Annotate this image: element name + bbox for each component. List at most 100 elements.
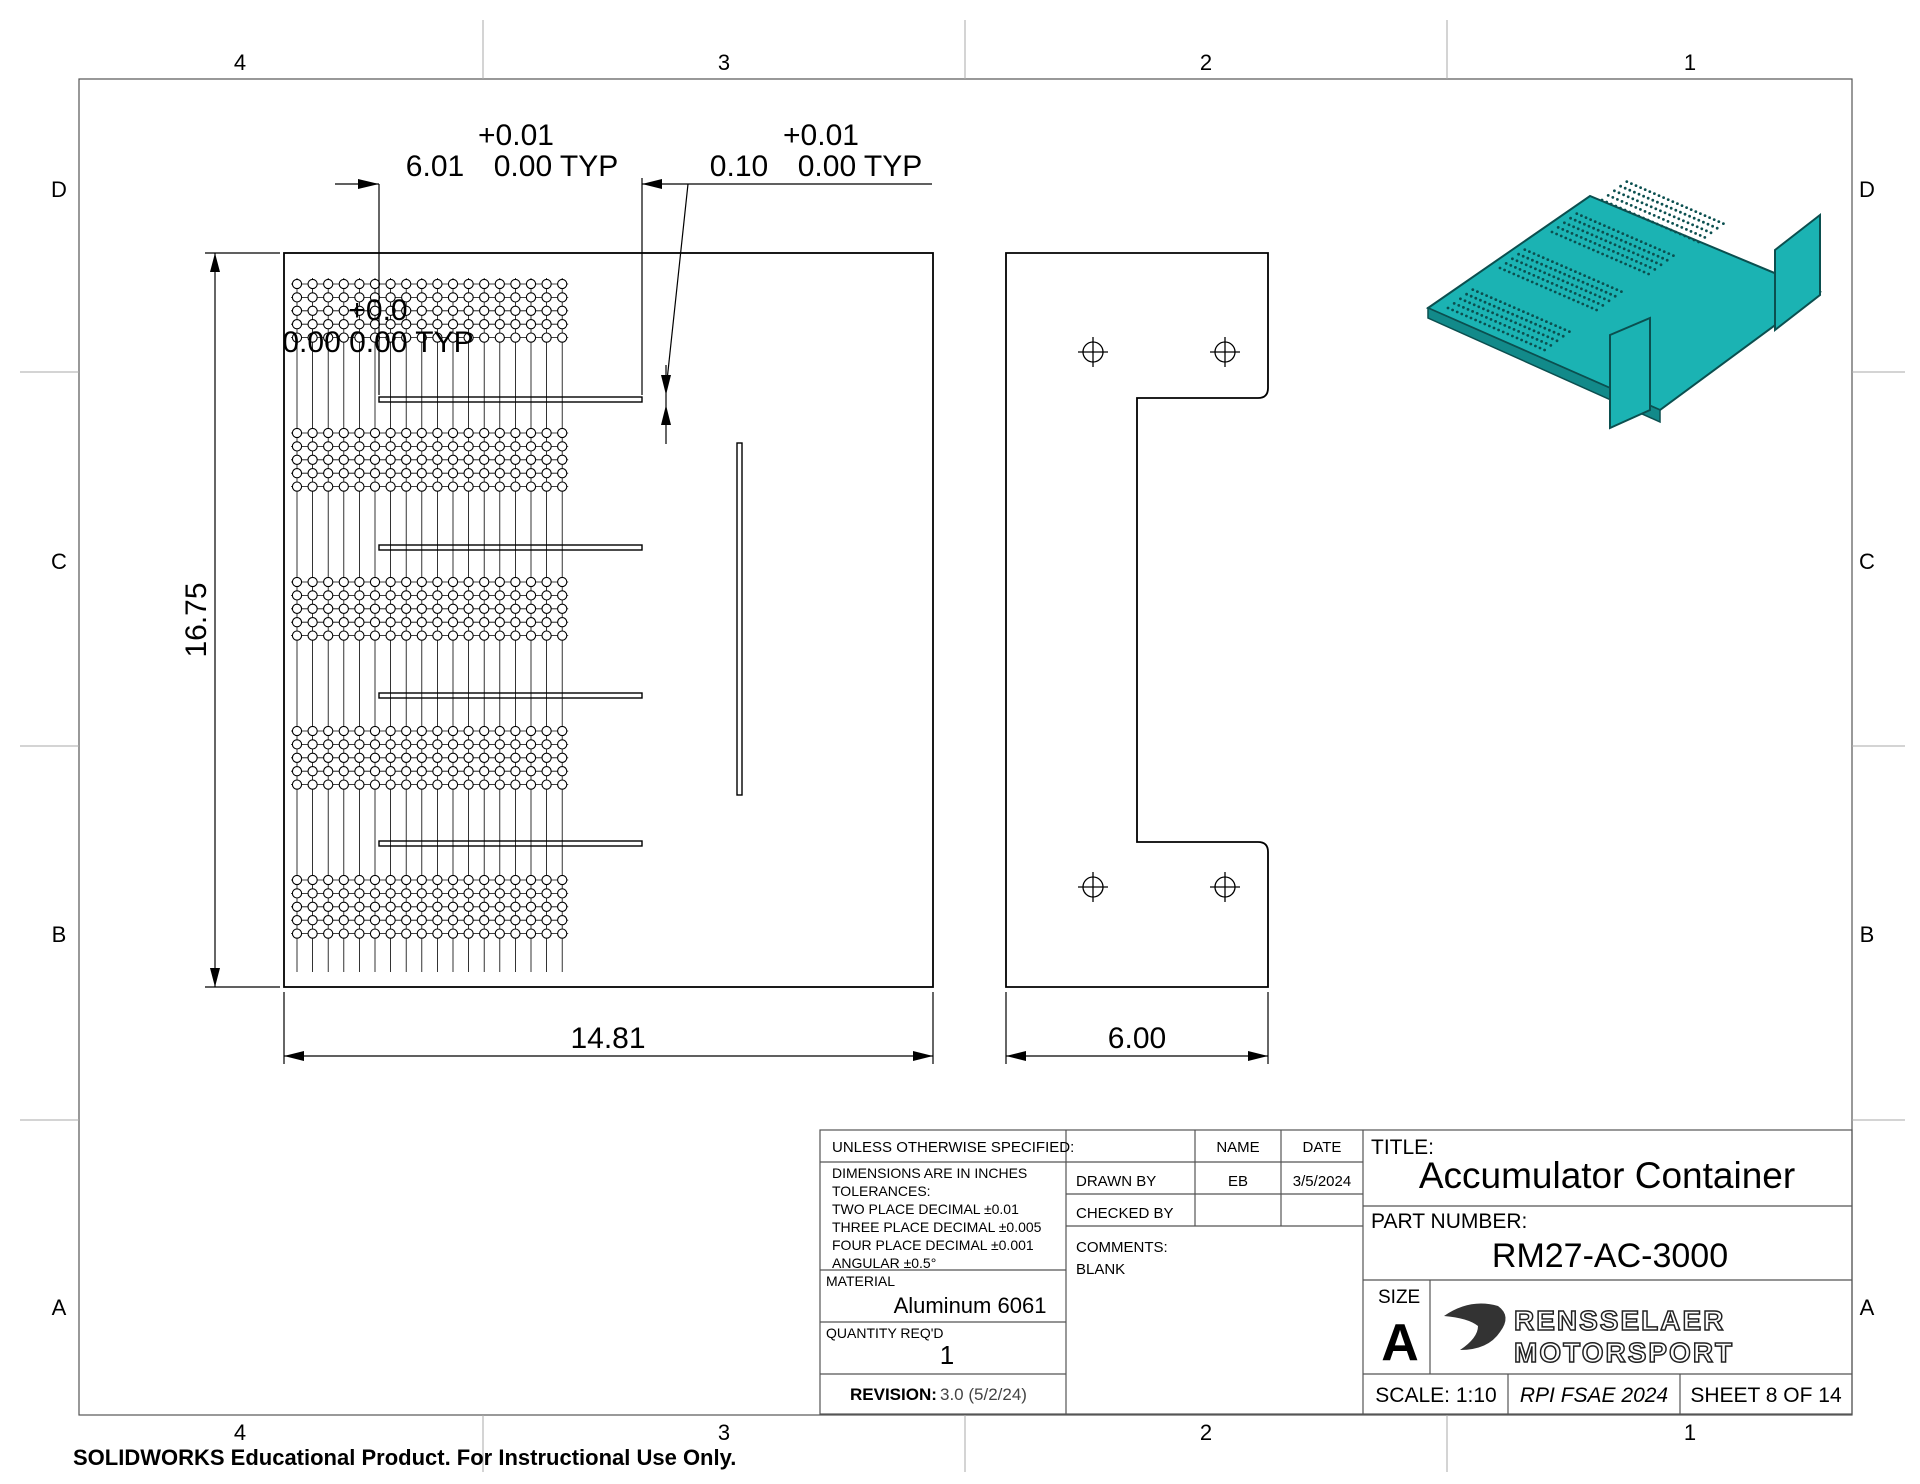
tb-title-value: Accumulator Container [1419,1155,1795,1196]
iso-vent-hole [1523,270,1526,273]
zone-row-c-right: C [1859,549,1875,574]
iso-vent-hole [1564,236,1568,240]
iso-vent-hole [1480,292,1484,295]
vent-hole [323,454,334,465]
vent-hole [557,481,568,492]
iso-vent-hole [1509,264,1513,267]
iso-vent-hole [1598,295,1602,299]
iso-vent-hole [1524,263,1528,267]
vent-hole [401,292,412,303]
tb-drawn-by-name: EB [1228,1173,1248,1190]
vent-hole [307,468,318,479]
vent-hole [291,292,303,303]
vent-hole [369,725,381,737]
vent-hole [291,752,303,763]
vent-hole [525,576,537,588]
vent-hole [291,874,303,886]
vent-hole [510,603,521,614]
vent-hole [463,427,474,439]
iso-vent-hole [1541,333,1545,337]
vent-hole [525,766,537,777]
vent-hole [416,888,427,899]
iso-vent-hole [1662,196,1665,200]
iso-vent-hole [1620,200,1624,203]
iso-vent-hole [1518,323,1522,327]
vent-hole [416,292,427,303]
vent-hole [416,725,427,737]
iso-vent-hole [1511,334,1514,338]
vent-hole [307,481,318,492]
iso-hole-pattern [1446,180,1725,352]
vent-hole [291,305,303,316]
vent-hole [494,928,505,939]
vent-hole [307,292,318,303]
vent-hole [401,752,412,763]
iso-vent-hole [1569,268,1573,271]
iso-vent-hole [1642,270,1646,274]
vent-hole [416,915,427,926]
iso-vent-hole [1512,306,1516,309]
tb-checked-by-label: CHECKED BY [1076,1205,1174,1222]
vent-hole [447,630,459,641]
iso-vent-hole [1527,272,1531,275]
iso-vent-hole [1506,310,1510,314]
iso-vent-hole [1555,284,1559,287]
vent-hole [494,874,505,886]
iso-wall-front [1609,316,1651,430]
vent-hole [385,725,396,737]
iso-vent-hole [1610,234,1614,238]
vent-hole [307,779,318,790]
vent-hole [557,901,568,912]
iso-vent-hole [1700,227,1704,231]
iso-vent-hole [1555,339,1559,343]
vent-hole [494,441,505,452]
vent-hole [479,427,490,439]
vent-hole [323,332,334,343]
iso-vent-hole [1623,186,1627,190]
iso-vent-hole [1548,328,1551,332]
iso-vent-hole [1596,250,1600,254]
iso-vent-hole [1531,336,1534,339]
vent-hole [525,874,537,886]
vent-hole [557,630,568,641]
vent-hole [416,441,427,452]
vent-hole [338,590,349,601]
vent-hole [557,319,568,330]
iso-vent-hole [1569,216,1572,220]
vent-hole [541,739,552,750]
zone-row-c-left: C [51,549,67,574]
vent-hole [416,752,427,763]
iso-vent-hole [1665,258,1669,262]
iso-vent-hole [1603,297,1606,301]
vent-hole [323,427,334,439]
iso-vent-hole [1514,321,1517,325]
vent-hole [369,874,381,886]
dim-slot-width-tol: +0.01 [783,119,859,152]
iso-vent-hole [1694,232,1697,235]
iso-vent-hole [1502,308,1505,312]
plate-slot [378,396,643,403]
iso-vent-hole [1471,288,1475,291]
vent-hole [338,481,349,492]
iso-vent-hole [1590,306,1594,310]
vent-hole [416,928,427,939]
dim-height: 16.75 [180,582,213,657]
iso-vent-hole [1638,246,1641,250]
iso-vent-hole [1543,271,1546,275]
iso-vent-hole [1621,232,1625,236]
vent-hole [557,888,568,899]
iso-vent-hole [1657,194,1661,198]
iso-vent-hole [1452,302,1456,305]
vent-hole [338,888,349,899]
vent-hole [354,332,365,343]
iso-vent-hole [1521,276,1525,280]
iso-vent-hole [1644,242,1648,246]
vent-hole [463,725,474,737]
iso-vent-hole [1601,282,1605,285]
vent-hole [385,454,396,465]
iso-vent-hole [1501,330,1505,334]
iso-vent-hole [1662,218,1665,221]
iso-vent-hole [1703,236,1707,239]
vent-hole [447,332,459,343]
iso-vent-hole [1683,234,1687,238]
